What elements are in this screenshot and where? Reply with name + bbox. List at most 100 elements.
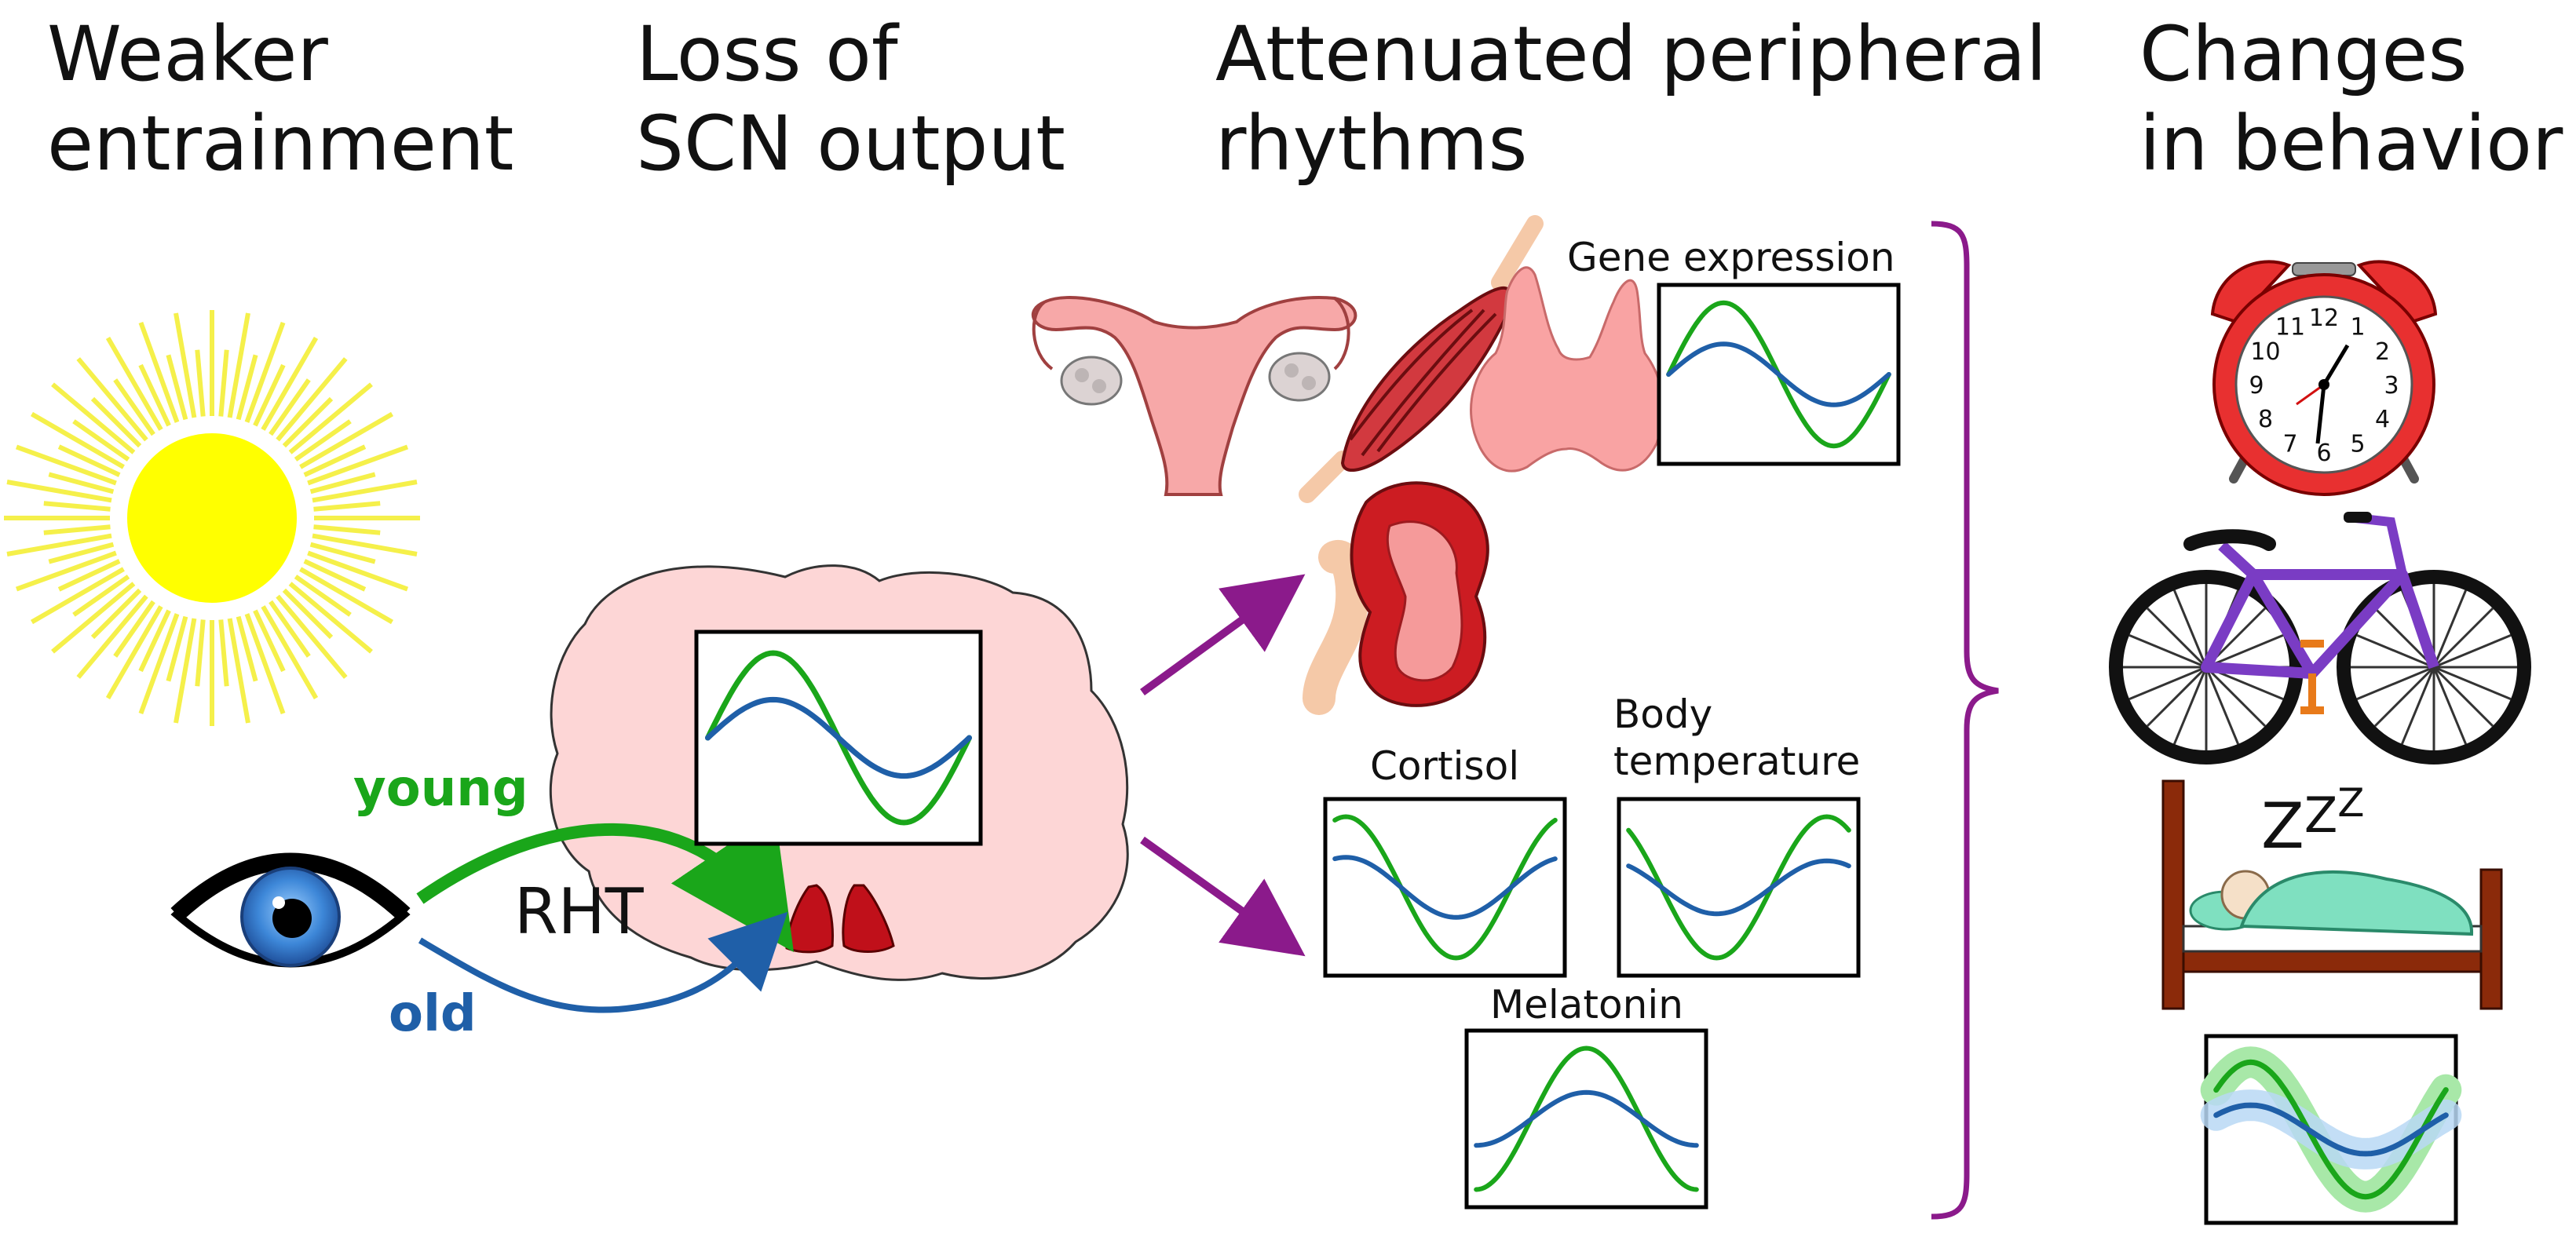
sun-ray [43, 524, 111, 535]
temperature-young-wave [1626, 814, 1851, 961]
sun-ray [30, 411, 125, 469]
clock-number: 12 [2309, 305, 2339, 332]
sun-ray [236, 354, 258, 421]
sun-ray [309, 472, 376, 494]
sun-disc [127, 433, 297, 603]
clock-number: 1 [2350, 314, 2365, 341]
young-rht-arrow [416, 812, 794, 952]
sun-ray [282, 396, 334, 448]
arrow-to-organs [1140, 574, 1306, 696]
behavior-old-wave [2213, 1102, 2449, 1157]
sun-icon [4, 310, 420, 726]
rht-label: RHT [514, 875, 644, 948]
sun-ray [174, 312, 197, 418]
sun-ray [227, 618, 250, 724]
wheel-spoke [2432, 589, 2467, 668]
thyroid-icon [1470, 266, 1664, 473]
scn-old-wave [705, 696, 972, 779]
sun-ray [303, 444, 367, 477]
sun-ray [90, 588, 142, 640]
sun-ray [138, 363, 171, 427]
sun-ray [276, 594, 348, 679]
sun-ray [6, 480, 112, 503]
sun-ray [244, 321, 286, 423]
sun-ray [282, 588, 334, 640]
sun-ray [72, 575, 130, 617]
cortisol-young-wave [1332, 814, 1558, 961]
sun-ray [166, 354, 188, 421]
sun-ray [299, 411, 394, 469]
melatonin-old-wave [1474, 1089, 1699, 1148]
wheel-spoke [2432, 666, 2494, 728]
clock-number: 7 [2282, 431, 2297, 458]
wheel-spoke [2373, 666, 2435, 728]
melatonin-label: Melatonin [1490, 982, 1683, 1027]
sun-ray [105, 336, 163, 431]
clock-number: 4 [2375, 406, 2390, 433]
wheel-spoke [2401, 666, 2435, 745]
cortisol-old-wave [1332, 855, 1558, 920]
bed-icon [2161, 779, 2503, 1010]
clock-number: 2 [2375, 338, 2390, 366]
wheel-spoke [2128, 666, 2207, 700]
sun-ray [294, 419, 352, 462]
clock-number: 11 [2275, 314, 2305, 341]
sun-ray [57, 559, 121, 592]
sun-ray [113, 378, 155, 436]
sun-ray [51, 382, 136, 454]
clock-number: 9 [2249, 372, 2264, 400]
sun-ray [76, 357, 148, 442]
bicycle-icon [2109, 512, 2531, 764]
sun-ray [288, 582, 373, 654]
sun-ray [307, 550, 409, 592]
wheel-spoke [2173, 666, 2208, 745]
wheel-spoke [2205, 666, 2267, 728]
sun-ray [313, 524, 381, 535]
wheel-spoke [2205, 666, 2239, 745]
wheel-spoke [2205, 634, 2284, 669]
clock-number: 3 [2384, 372, 2399, 400]
sun-ray [269, 378, 311, 436]
sun-ray [312, 533, 418, 556]
sun-ray [307, 444, 409, 486]
wheel-spoke [2356, 666, 2435, 700]
sun-ray [299, 567, 394, 625]
sun-ray [57, 444, 121, 477]
wheel-spoke [2146, 607, 2208, 669]
sun-ray [174, 618, 197, 724]
kidney-icon [1303, 481, 1489, 715]
wheel-spoke [2373, 607, 2435, 669]
sun-ray [253, 363, 286, 427]
sun-ray [312, 480, 418, 503]
sun-ray [6, 533, 112, 556]
sun-ray [138, 321, 180, 423]
old-label: old [389, 985, 477, 1043]
sun-ray [253, 609, 286, 673]
scn-nuclei [785, 884, 895, 954]
sun-ray [261, 336, 319, 431]
wheel-spoke [2433, 666, 2512, 700]
body-temperature-plot [1617, 797, 1861, 978]
sun-ray [313, 501, 381, 512]
cortisol-label: Cortisol [1370, 743, 1520, 789]
clock-number: 5 [2350, 431, 2365, 458]
sun-ray [48, 542, 115, 564]
temperature-old-wave [1626, 858, 1851, 917]
sun-ray [113, 600, 155, 658]
wheel-spoke [2432, 607, 2494, 669]
wheel-spoke [2433, 634, 2512, 669]
snore-text: ZZZ [2261, 780, 2365, 863]
curly-brace [1931, 221, 1999, 1220]
sun-ray [15, 550, 117, 592]
sun-ray [261, 605, 319, 700]
sun-ray [276, 357, 348, 442]
sun-ray [288, 382, 373, 454]
sun-ray [72, 419, 130, 462]
sun-ray [138, 609, 171, 673]
sun-ray [195, 619, 206, 687]
